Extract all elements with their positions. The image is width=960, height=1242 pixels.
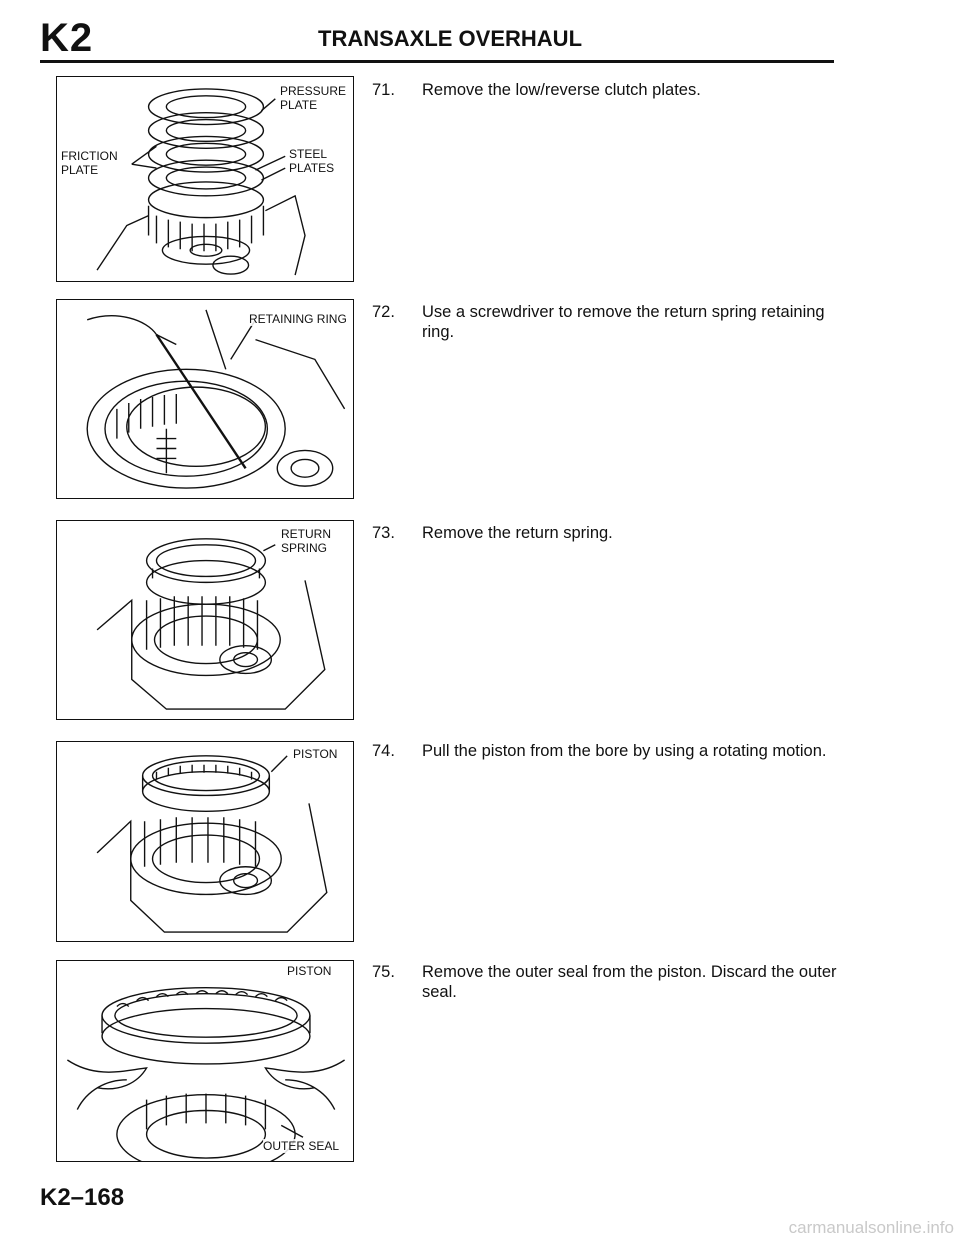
step-text: Use a screwdriver to remove the return s… [422,303,825,341]
page-number: K2–168 [40,1184,125,1211]
step-text: Remove the return spring. [422,524,613,542]
retaining-ring-illustration [86,309,346,489]
label-outer-seal: OUTER SEAL [263,1139,340,1153]
piston-illustration [96,755,328,933]
page-title: TRANSAXLE OVERHAUL [318,26,583,51]
label-piston-fig4: PISTON [293,747,338,761]
header-rule [40,60,834,63]
step-text: Remove the low/reverse clutch plates. [422,81,701,99]
step-number: 73. [372,524,395,542]
figure-piston: PISTON [56,741,354,942]
step-number: 75. [372,963,395,981]
clutch-plates-illustration [96,88,306,276]
figure-clutch-plates: PRESSURE PLATE FRICTION PLATE STEEL PLAT… [56,76,354,282]
step-number: 74. [372,742,395,760]
step-number: 71. [372,81,395,99]
label-retaining-ring: RETAINING RING [249,312,347,326]
step-number: 72. [372,303,395,321]
outer-seal-illustration [66,987,345,1161]
figure-outer-seal: PISTON OUTER SEAL [56,960,354,1162]
return-spring-illustration [96,538,326,710]
label-return-spring: RETURN SPRING [281,527,331,555]
figure-retaining-ring: RETAINING RING [56,299,354,499]
section-code: K2 [40,16,94,60]
label-pressure-plate: PRESSURE PLATE [280,84,347,112]
step-text: Pull the piston from the bore by using a… [422,742,827,760]
label-steel-plates: STEEL PLATES [289,147,335,175]
label-friction-plate: FRICTION PLATE [61,149,118,177]
figure-return-spring: RETURN SPRING [56,520,354,720]
watermark: carmanualsonline.info [788,1218,954,1237]
label-piston-fig5: PISTON [287,964,332,978]
step-text: Remove the outer seal from the piston. D… [422,963,837,1001]
